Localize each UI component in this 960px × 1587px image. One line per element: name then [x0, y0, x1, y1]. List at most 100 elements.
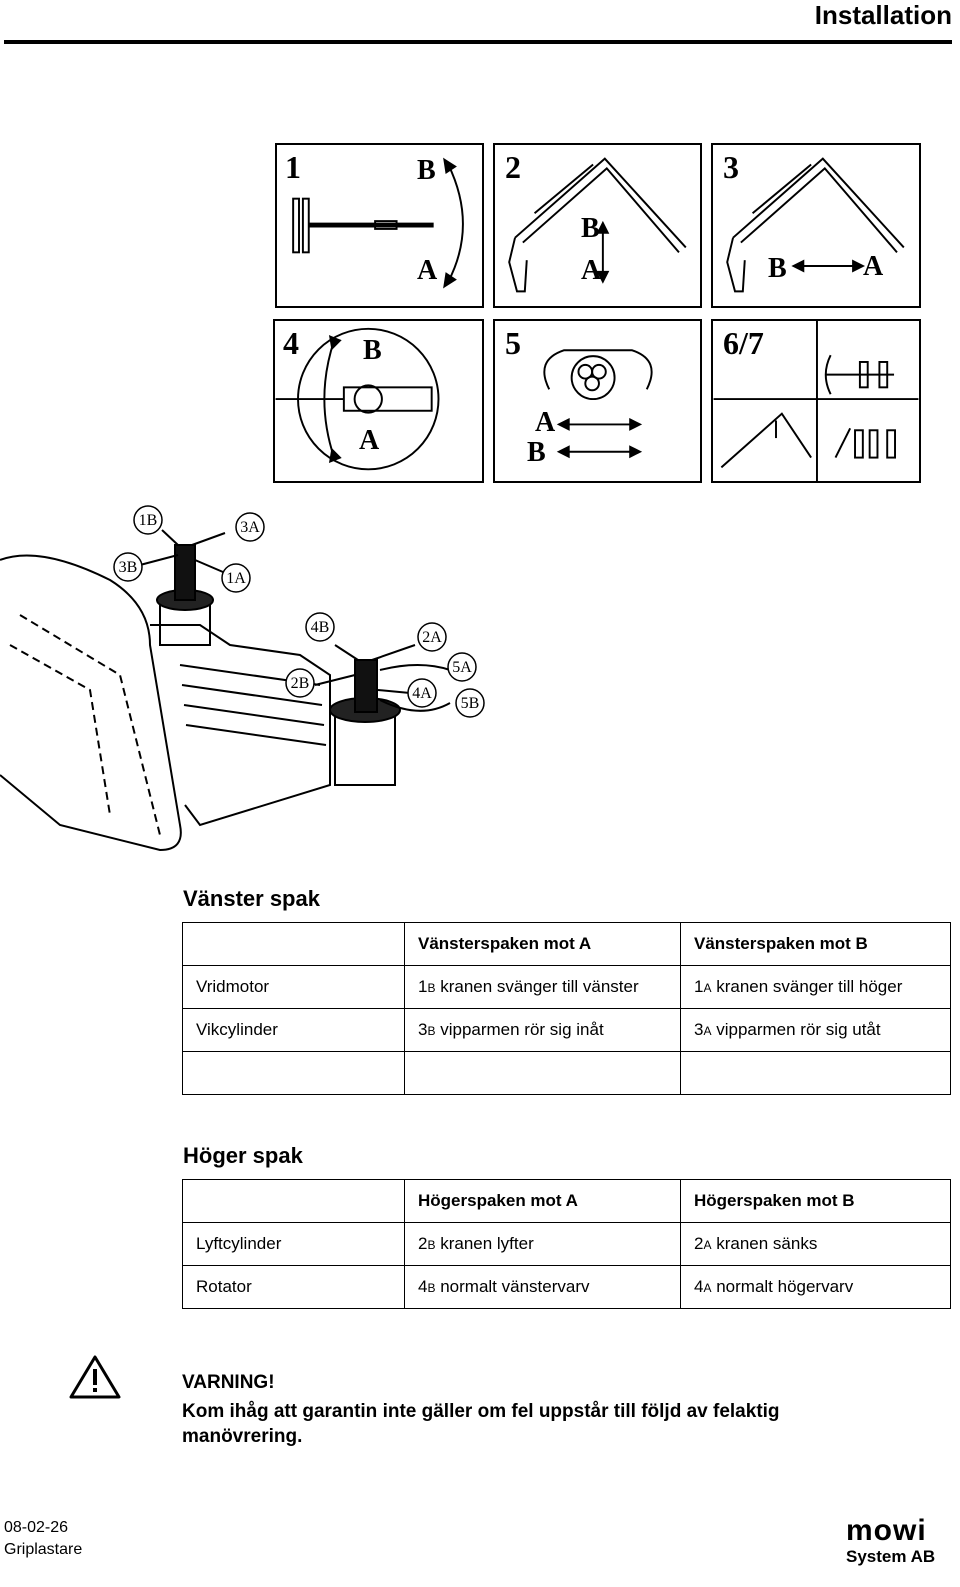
- footer-date: 08-02-26: [4, 1519, 69, 1536]
- direction-b-cell: 4A normalt högervarv: [680, 1265, 951, 1309]
- diagram-panel-5: 5 A B: [493, 319, 702, 483]
- panel-number: 5: [505, 325, 521, 361]
- code-digit: 1: [418, 977, 428, 996]
- direction-b-cell: 2A kranen sänks: [680, 1222, 951, 1266]
- warning-text: Kom ihåg att garantin inte gäller om fel…: [182, 1401, 780, 1447]
- direction-b-cell: 3A vipparmen rör sig utåt: [680, 1008, 951, 1052]
- direction-label-a: A: [417, 255, 438, 286]
- left-lever-title: Vänster spak: [183, 886, 320, 911]
- right-lever-title: Höger spak: [183, 1143, 303, 1168]
- table-header: Vänsterspaken mot A: [404, 922, 681, 966]
- warning-icon: [69, 1355, 121, 1399]
- table-header: Vänsterspaken mot B: [680, 922, 951, 966]
- direction-label-a: A: [359, 425, 380, 456]
- callout-2a: 2A: [422, 629, 442, 646]
- right-lever-table: Högerspaken mot A Högerspaken mot B Lyft…: [182, 1179, 951, 1309]
- panel-number: 2: [505, 149, 521, 185]
- code-letter: A: [703, 1238, 712, 1252]
- direction-label-a: A: [863, 251, 884, 282]
- company-logo: mowi System AB: [846, 1516, 950, 1570]
- action-text: kranen sänks: [711, 1234, 818, 1253]
- table-header: Högerspaken mot B: [680, 1179, 951, 1223]
- direction-label-b: B: [363, 335, 382, 366]
- callout-5b: 5B: [461, 695, 480, 712]
- function-name: Rotator: [182, 1265, 405, 1309]
- direction-label-a: A: [535, 407, 556, 438]
- boom-lift-diagram: [508, 157, 687, 293]
- table-row: Vridmotor 1B kranen svänger till vänster…: [182, 965, 951, 1009]
- code-letter: B: [427, 981, 436, 995]
- callout-2b: 2B: [291, 675, 310, 692]
- direction-a-cell: 1B kranen svänger till vänster: [404, 965, 681, 1009]
- slewing-diagram: [292, 157, 464, 289]
- action-text: vipparmen rör sig inåt: [435, 1020, 604, 1039]
- callout-1b: 1B: [139, 512, 158, 529]
- action-text: normalt högervarv: [711, 1277, 854, 1296]
- action-text: kranen lyfter: [435, 1234, 534, 1253]
- direction-b-cell: 1A kranen svänger till höger: [680, 965, 951, 1009]
- callout-4b: 4B: [311, 619, 330, 636]
- extension-diagram: [713, 321, 919, 481]
- jib-diagram: [726, 157, 905, 293]
- code-digit: 4: [418, 1277, 428, 1296]
- callout-3a: 3A: [240, 519, 260, 536]
- table-header: [182, 1179, 405, 1223]
- logo-wordmark: mowi: [846, 1514, 927, 1547]
- code-digit: 3: [418, 1020, 428, 1039]
- panel-number: 1: [285, 149, 301, 185]
- code-digit: 2: [418, 1234, 428, 1253]
- action-text: kranen svänger till vänster: [435, 977, 639, 996]
- table-header-row: Högerspaken mot A Högerspaken mot B: [182, 1179, 951, 1223]
- code-digit: 3: [694, 1020, 704, 1039]
- function-name: Lyftcylinder: [182, 1222, 405, 1266]
- left-lever-table: Vänsterspaken mot A Vänsterspaken mot B …: [182, 922, 951, 1095]
- code-digit: 2: [694, 1234, 704, 1253]
- diagram-panel-6-7: 6/7: [711, 319, 921, 483]
- callout-4a: 4A: [412, 685, 432, 702]
- page-title: Installation: [814, 0, 952, 30]
- diagram-panel-3: 3 B A: [711, 143, 921, 308]
- panel-number: 6/7: [723, 325, 764, 361]
- action-text: normalt vänstervarv: [435, 1277, 590, 1296]
- action-text: vipparmen rör sig utåt: [711, 1020, 881, 1039]
- table-header-row: Vänsterspaken mot A Vänsterspaken mot B: [182, 922, 951, 966]
- table-header: [182, 922, 405, 966]
- direction-label-b: B: [768, 253, 787, 284]
- direction-label-b: B: [527, 437, 546, 468]
- code-letter: B: [427, 1281, 436, 1295]
- table-header: Högerspaken mot A: [404, 1179, 681, 1223]
- levers-illustration: 1B 3A 3B 1A 4B 2A 5A 2B 4A 5B: [0, 505, 485, 852]
- function-name: Vridmotor: [182, 965, 405, 1009]
- table-row: Vikcylinder 3B vipparmen rör sig inåt 3A…: [182, 1008, 951, 1052]
- table-row: Rotator 4B normalt vänstervarv 4A normal…: [182, 1265, 951, 1309]
- logo-subtitle: System AB: [846, 1547, 936, 1566]
- diagram-panel-1: 1 B A: [275, 143, 484, 308]
- code-letter: A: [703, 1024, 712, 1038]
- direction-label-b: B: [417, 155, 436, 186]
- callout-3b: 3B: [119, 559, 138, 576]
- action-text: kranen svänger till höger: [711, 977, 903, 996]
- code-digit: 1: [694, 977, 704, 996]
- header-rule: [4, 40, 952, 44]
- code-letter: A: [703, 981, 712, 995]
- footer-product: Griplastare: [4, 1541, 83, 1558]
- code-letter: A: [703, 1281, 712, 1295]
- table-row: Lyftcylinder 2B kranen lyfter 2A kranen …: [182, 1222, 951, 1266]
- diagram-panel-4: 4 B A: [273, 319, 484, 483]
- code-letter: B: [427, 1238, 436, 1252]
- code-digit: 4: [694, 1277, 704, 1296]
- panel-number: 4: [283, 325, 299, 361]
- direction-a-cell: 2B kranen lyfter: [404, 1222, 681, 1266]
- direction-a-cell: 4B normalt vänstervarv: [404, 1265, 681, 1309]
- warning-heading: VARNING!: [182, 1372, 275, 1393]
- rotator-diagram: [275, 327, 440, 471]
- diagram-panel-2: 2 B A: [493, 143, 702, 308]
- direction-a-cell: 3B vipparmen rör sig inåt: [404, 1008, 681, 1052]
- code-letter: B: [427, 1024, 436, 1038]
- table-row-empty: [182, 1051, 951, 1095]
- grapple-diagram: [543, 349, 653, 459]
- callout-5a: 5A: [452, 659, 472, 676]
- callout-1a: 1A: [226, 570, 246, 587]
- function-name: Vikcylinder: [182, 1008, 405, 1052]
- panel-number: 3: [723, 149, 739, 185]
